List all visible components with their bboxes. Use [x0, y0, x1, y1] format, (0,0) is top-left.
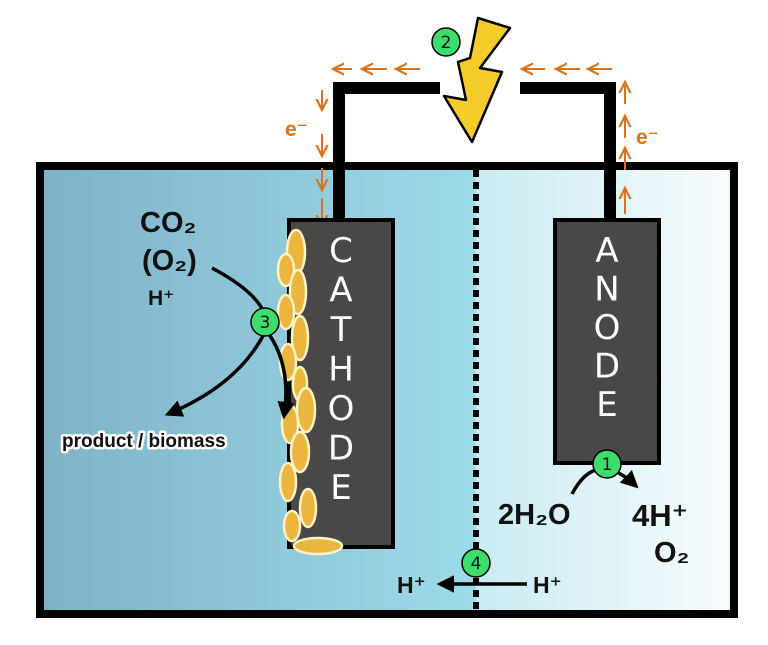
step-marker-2: 2	[431, 27, 461, 57]
biofilm-cell-icon	[290, 314, 310, 362]
proton-product-label: 4H⁺	[632, 498, 688, 533]
cell-container	[36, 162, 738, 618]
svg-text:1: 1	[602, 455, 613, 475]
biofilm-cell-icon	[295, 386, 317, 434]
external-wire-right	[520, 82, 616, 218]
biofilm-cell-icon	[289, 430, 311, 474]
product-biomass-label: product / biomass	[62, 431, 226, 452]
biofilm-cell-icon	[292, 536, 344, 556]
step-marker-1: 1	[592, 449, 622, 479]
svg-text:3: 3	[260, 313, 271, 333]
biofilm-cell-icon	[276, 252, 296, 288]
biofilm-cell-icon	[298, 487, 318, 529]
cathode-letter: E	[330, 468, 351, 508]
cathode-letter: D	[328, 429, 354, 469]
proton-left-label: H⁺	[397, 572, 426, 598]
proton-input-label: H⁺	[148, 287, 174, 310]
electron-flow-arrows	[322, 69, 625, 226]
co2-label: CO₂	[140, 207, 196, 239]
electron-label-left: e⁻	[285, 118, 308, 141]
anode-letter: O	[594, 308, 621, 348]
cathode-letter: A	[329, 271, 352, 311]
step-marker-3: 3	[250, 307, 280, 337]
external-wire-left	[333, 82, 440, 218]
lightning-bolt-icon	[442, 16, 512, 144]
anode-letter: A	[595, 231, 618, 271]
svg-text:2: 2	[441, 33, 452, 53]
anode-letter: D	[594, 347, 620, 387]
cathode-letter: H	[328, 350, 354, 390]
electron-label-right: e⁻	[636, 126, 659, 149]
cathode-letter: T	[330, 310, 352, 350]
biofilm-cell-icon	[276, 293, 296, 331]
anode-letter: N	[594, 270, 619, 310]
water-label: 2H₂O	[498, 499, 571, 531]
oxygen-product-label: O₂	[654, 537, 689, 569]
reaction-arrow-branch-right	[264, 328, 295, 420]
svg-text:4: 4	[471, 554, 482, 574]
step-marker-4: 4	[461, 548, 491, 578]
cathode-letter: O	[328, 389, 355, 429]
biofilm-cell-icon	[278, 461, 298, 503]
proton-right-label: H⁺	[533, 572, 562, 598]
o2-label: (O₂)	[142, 245, 197, 277]
anode-letter: E	[596, 385, 617, 425]
anode-electrode	[553, 218, 661, 465]
biofilm	[276, 228, 344, 556]
biofilm-cell-icon	[282, 509, 302, 543]
cathode-letter: C	[329, 231, 353, 271]
cathode-chamber	[40, 166, 476, 614]
